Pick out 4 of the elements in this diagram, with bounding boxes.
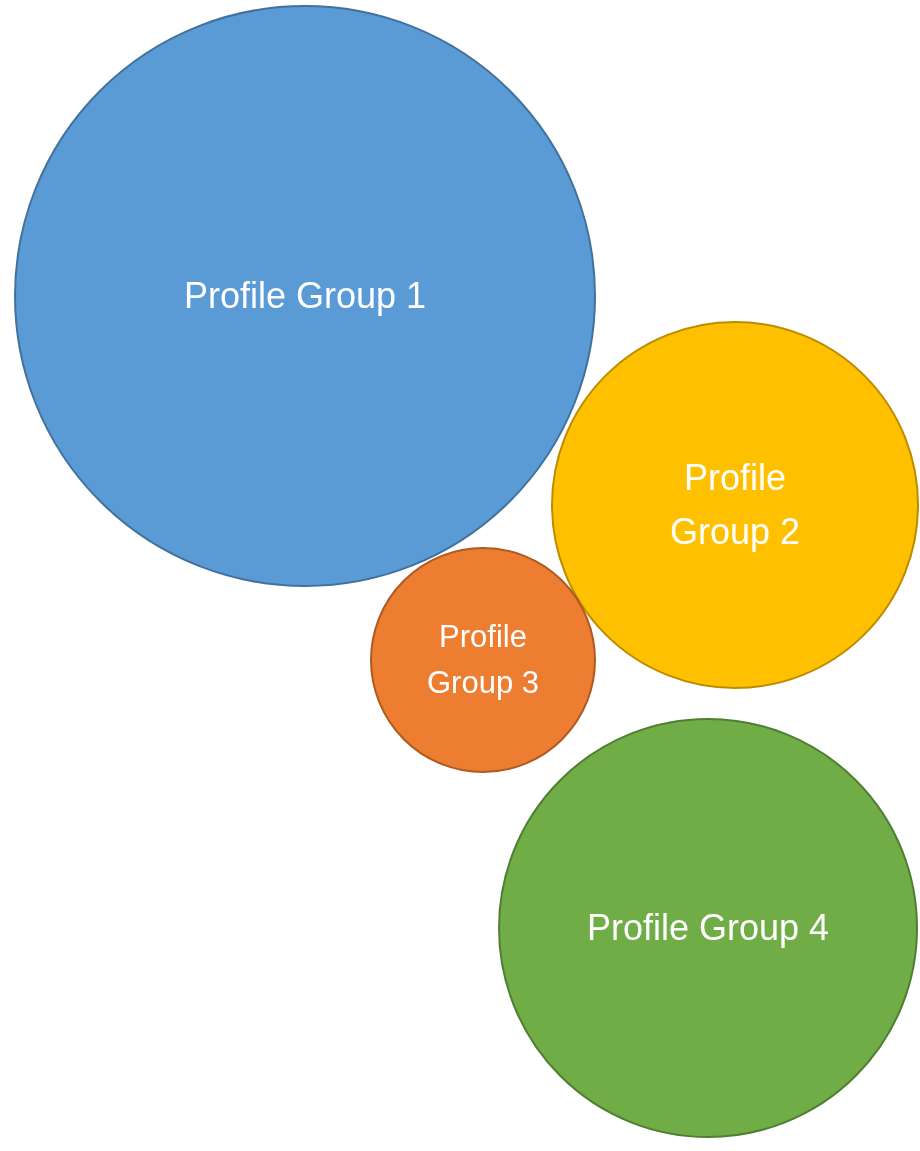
circle-label: Profile Group 4 — [586, 906, 830, 950]
circle-label: Profile Group 3 — [426, 617, 540, 702]
circle-label: Profile Group 1 — [183, 274, 427, 318]
circle-label: Profile Group 2 — [668, 456, 802, 554]
